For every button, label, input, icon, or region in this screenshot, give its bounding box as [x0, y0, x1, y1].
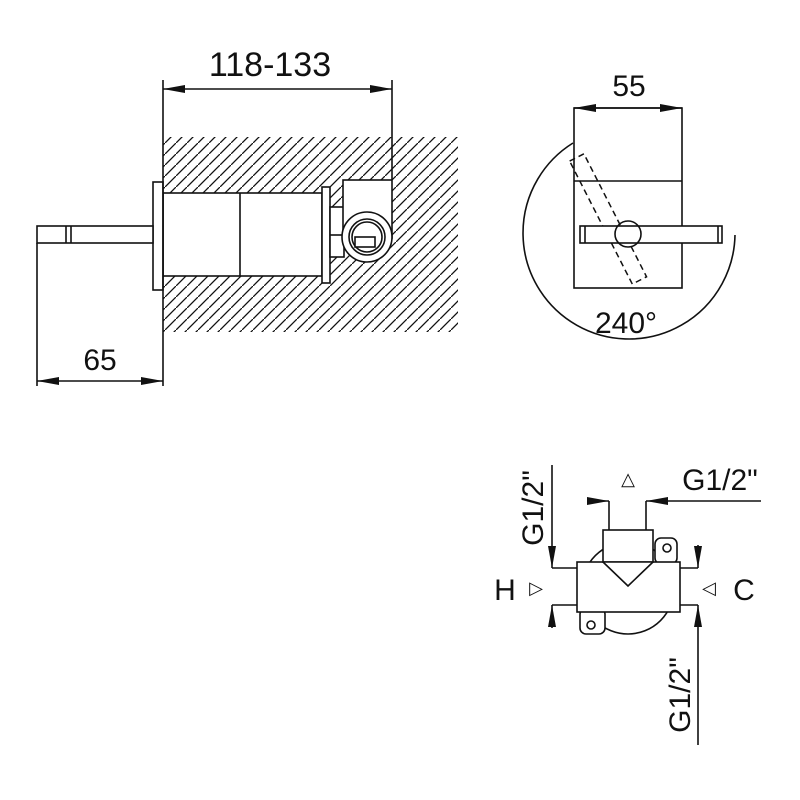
- cover-plate: [573, 107, 683, 289]
- rotation-angle-label: 240°: [595, 307, 657, 340]
- thread-top-label: G1/2": [682, 464, 758, 497]
- connection-view: G1/2" G1/2" G1/2" △ H ▷ ◁ C: [494, 464, 761, 745]
- rotation-arc: [522, 142, 736, 340]
- spout-dimension-label: 65: [83, 344, 116, 377]
- front-view: 55 240°: [522, 70, 736, 340]
- thread-bottom-label: G1/2": [664, 657, 697, 733]
- valve-body: [162, 192, 323, 277]
- side-view: 118-133 65: [36, 46, 458, 386]
- handle-rotated: [568, 152, 648, 286]
- width-dimension-label: 55: [612, 70, 645, 103]
- thread-left-label: G1/2": [517, 470, 550, 546]
- hot-inlet-marker: ▷: [529, 578, 543, 598]
- cold-inlet-marker: ◁: [702, 578, 716, 598]
- cold-label: C: [733, 574, 755, 607]
- hot-label: H: [494, 574, 516, 607]
- rear-flange: [321, 186, 331, 284]
- depth-dimension-label: 118-133: [209, 46, 331, 84]
- outlet-block: [602, 529, 654, 563]
- outlet-marker: △: [621, 469, 635, 489]
- spout: [36, 225, 154, 244]
- handle-lever: [579, 225, 723, 244]
- wall-flange: [152, 181, 164, 291]
